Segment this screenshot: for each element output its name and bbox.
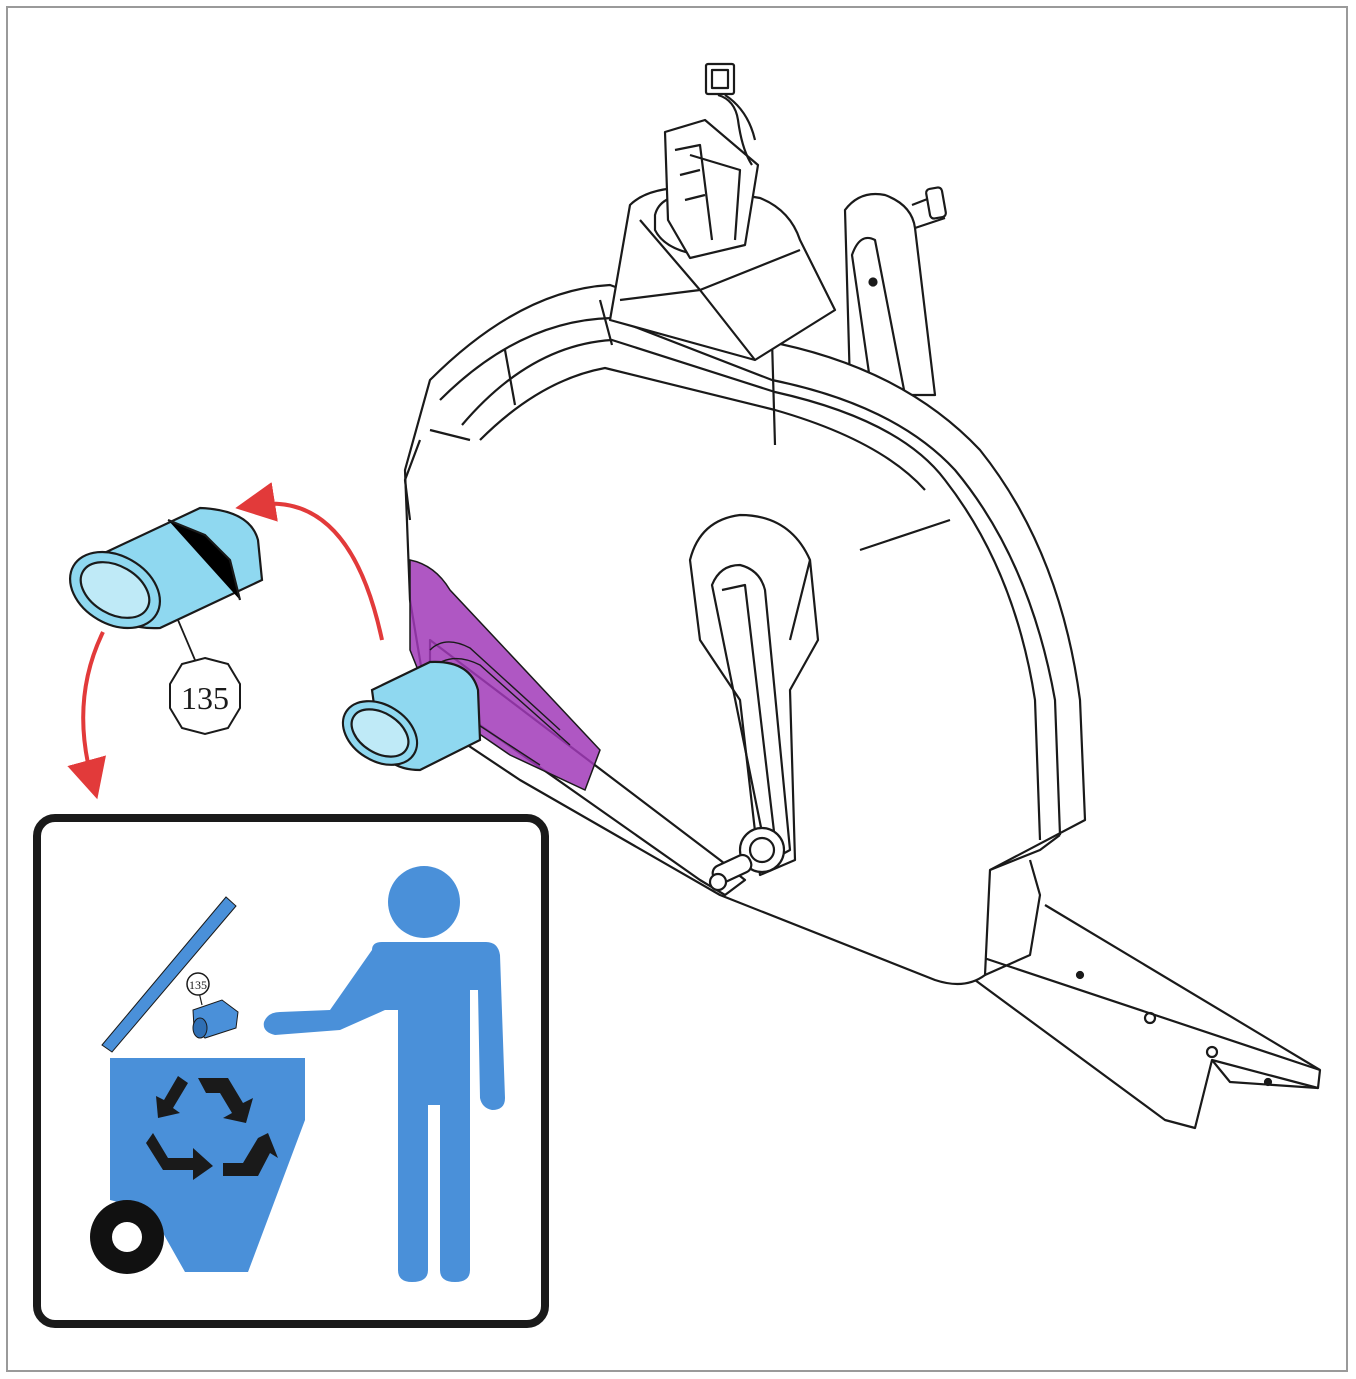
crank-slot	[688, 513, 820, 877]
console-mast	[608, 62, 837, 362]
dropped-part-135	[192, 999, 239, 1039]
person-icon	[263, 866, 505, 1282]
installed-end-cap	[341, 660, 482, 772]
discard-arrow	[67, 631, 106, 800]
disposal-pictogram: 135	[33, 814, 549, 1328]
upright-arm	[843, 186, 947, 397]
diagram-frame	[6, 6, 1348, 1372]
callout-135-small-label: 135	[189, 978, 207, 992]
callout-135-label: 135	[181, 680, 229, 716]
recycle-icon	[146, 1076, 278, 1180]
highlighted-cover	[409, 559, 601, 792]
callout-135-small-badge	[186, 972, 210, 996]
removed-end-cap-135	[68, 506, 264, 630]
rear-rail	[973, 904, 1322, 1130]
remove-arrow	[235, 482, 384, 641]
callout-135-badge	[169, 656, 241, 736]
bin-lid	[101, 896, 237, 1053]
